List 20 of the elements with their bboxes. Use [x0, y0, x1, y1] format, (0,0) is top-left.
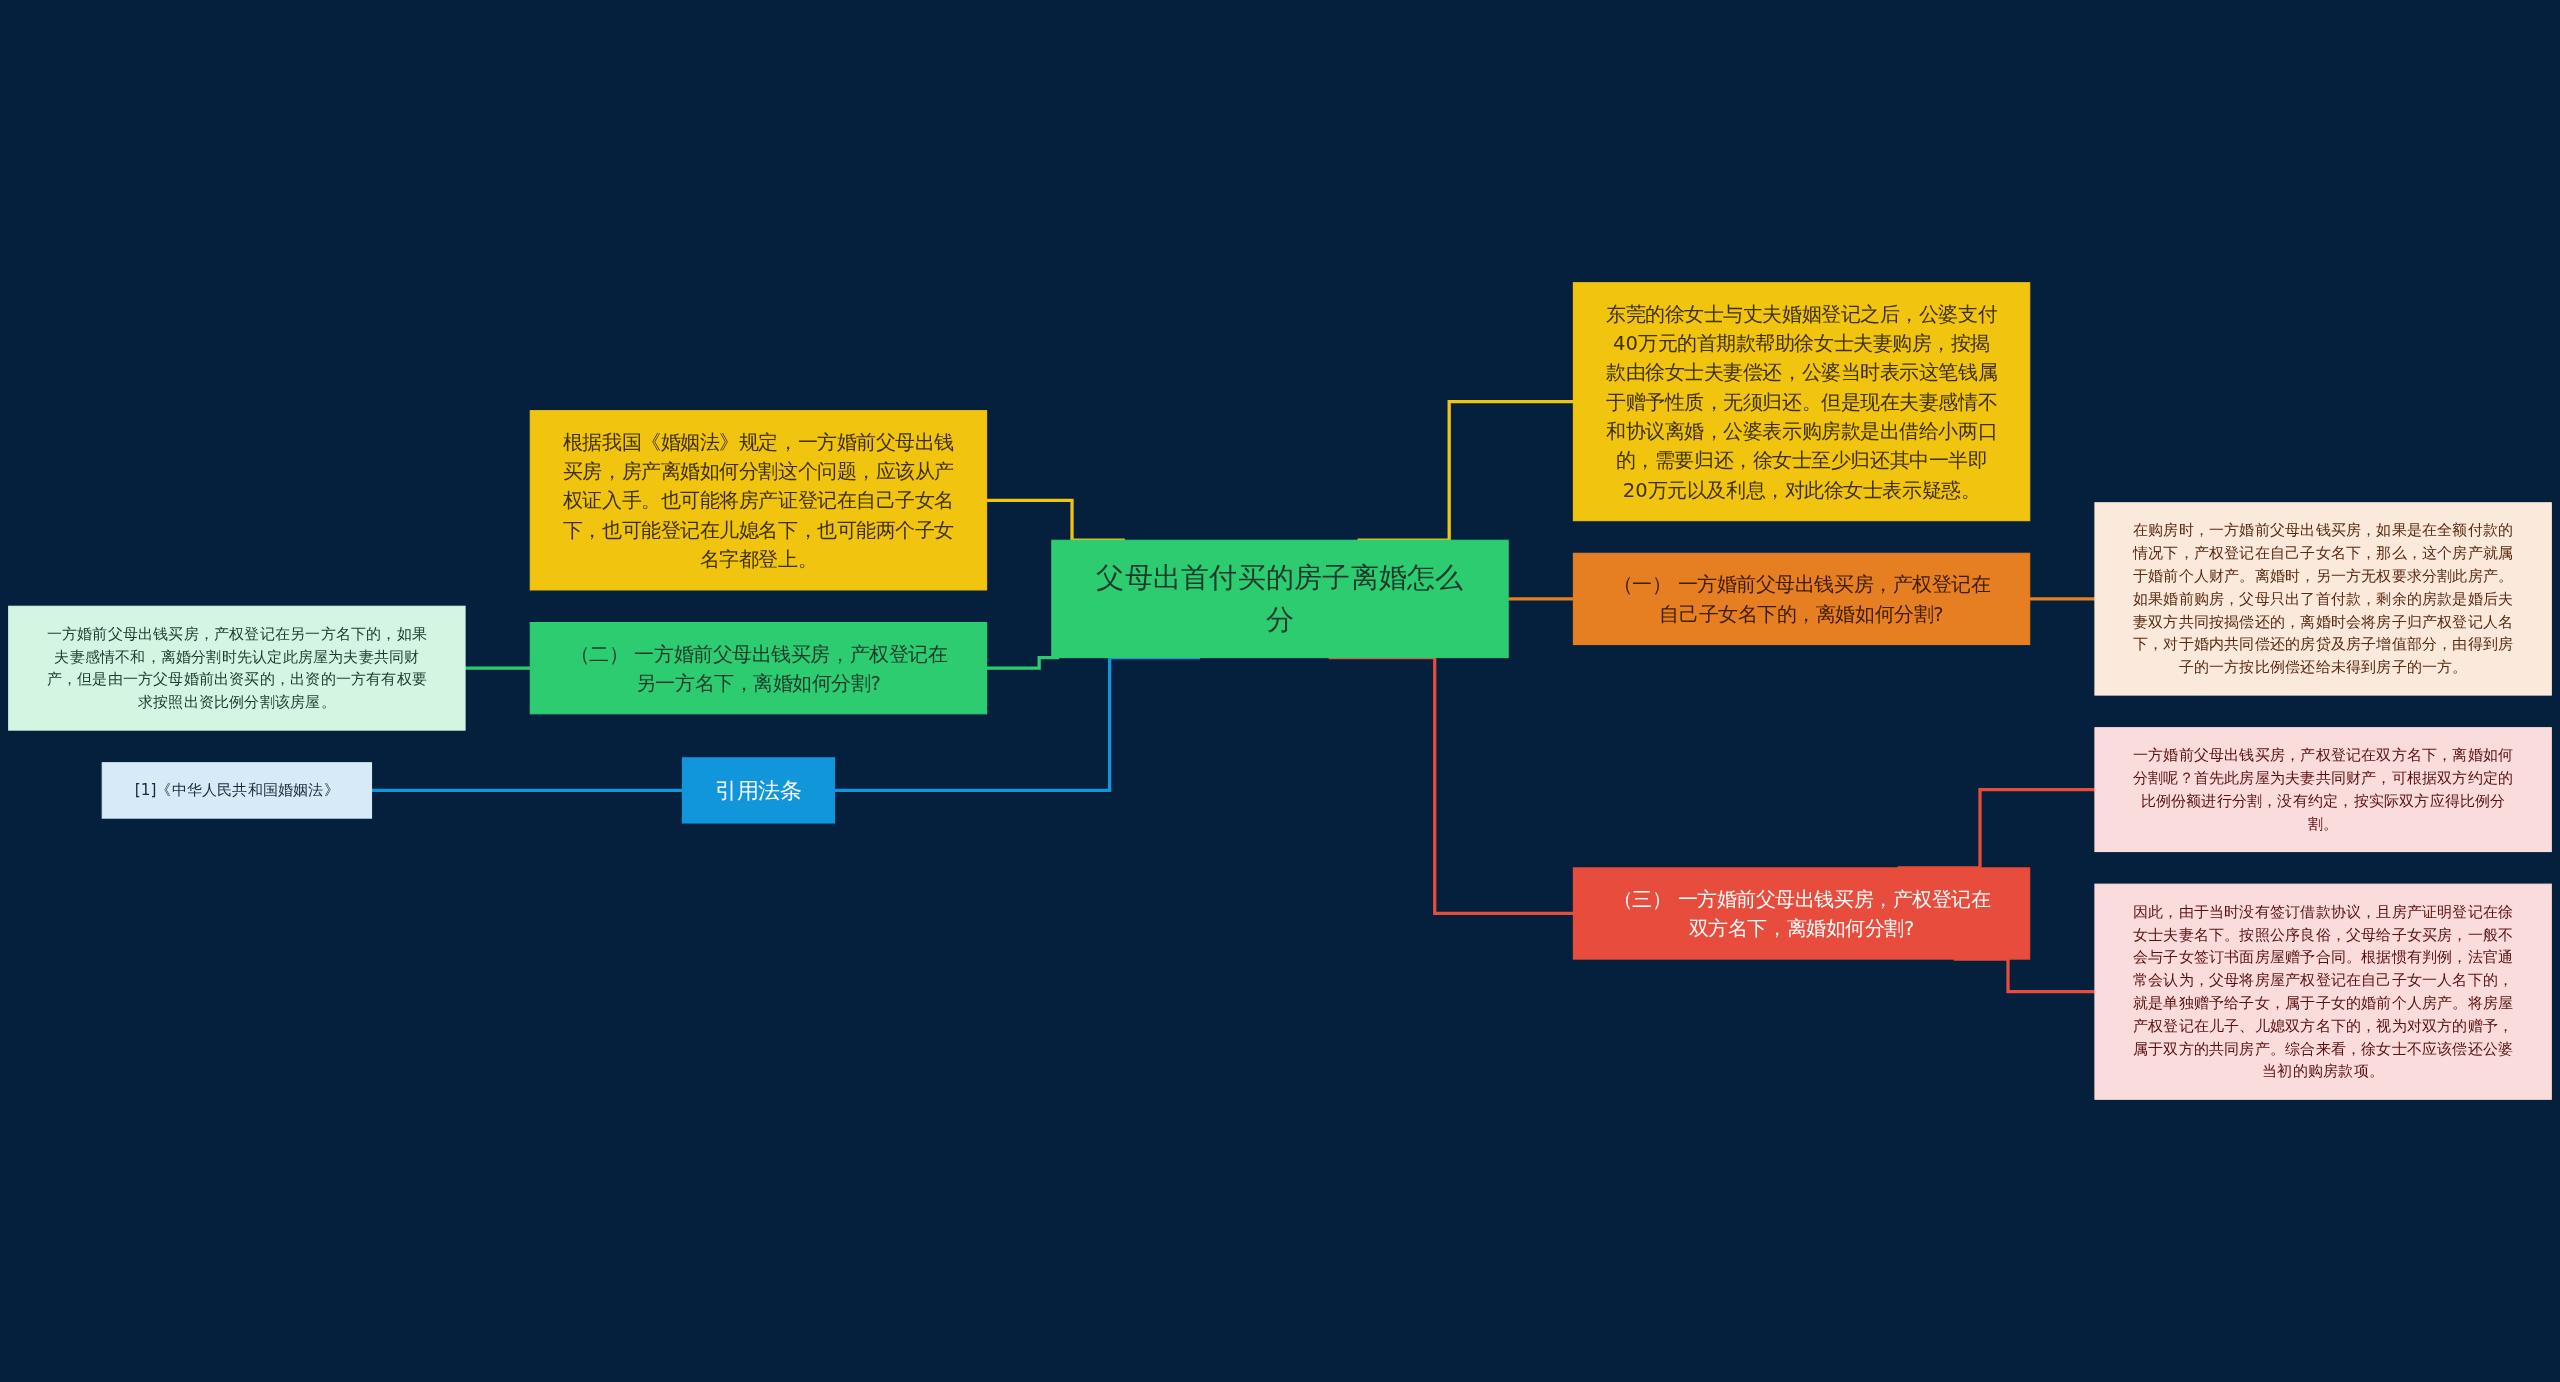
node-box: [1]《中华人民共和国婚姻法》	[101, 762, 373, 819]
connector	[986, 655, 1060, 670]
connector	[1357, 400, 1574, 542]
node-box: （一） 一方婚前父母出钱买房，产权登记在自己子女名下的，离婚如何分割?	[1572, 552, 2031, 646]
connector	[986, 498, 1125, 542]
node-box: 因此，由于当时没有签订借款协议，且房产证明登记在徐女士夫妻名下。按照公序良俗，父母给子女买房，一般不会与子女签订书面房屋赠予合同。根据惯有判例，法官通常会认为，父母将房屋产权登记在自己子女一人名下的，就是单独赠予给子女，属于子女的婚前个人房产。将房屋产权登记在儿子、儿媳双方名下的，视为对双方的赠予，属于双方的共同房产。综合来看，徐女士不应该偿还公婆当初的购房款项。	[2094, 883, 2552, 1100]
node-box: 东莞的徐女士与丈夫婚姻登记之后，公婆支付40万元的首期款帮助徐女士夫妻购房，按揭款由徐女士夫妻偿还，公婆当时表示这笔钱属于赠予性质，无须归还。但是现在夫妻感情不和协议离婚，公婆表示购房款是出借给小两口的，需要归还，徐女士至少归还其中一半即20万元以及利息，对此徐女士表示疑惑。	[1572, 282, 2031, 522]
connector	[465, 666, 531, 670]
node-box: 引用法条	[681, 757, 836, 824]
node-box: 根据我国《婚姻法》规定，一方婚前父母出钱买房，房产离婚如何分割这个问题，应该从产权证入手。也可能将房产证登记在自己子女名下，也可能登记在儿媳名下，也可能两个子女名字都登上。	[529, 410, 988, 591]
node-box: 一方婚前父母出钱买房，产权登记在双方名下，离婚如何分割呢？首先此房屋为夫妻共同财产，可根据双方约定的比例份额进行分割，没有约定，按实际双方应得比例分割。	[2094, 727, 2552, 853]
node-box: 在购房时，一方婚前父母出钱买房，如果是在全额付款的情况下，产权登记在自己子女名下，那么，这个房产就属于婚前个人财产。离婚时，另一方无权要求分割此房产。如果婚前购房，父母只出了首付款，剩余的房款是婚后夫妻双方共同按揭偿还的，离婚时会将房子归产权登记人名下，对于婚内共同偿还的房贷及房子增值部分，由得到房子的一方按比例偿还给未得到房子的一方。	[2094, 502, 2552, 696]
node-box: 父母出首付买的房子离婚怎么分	[1051, 539, 1509, 659]
connector	[1508, 597, 1574, 601]
connector	[834, 655, 1201, 793]
connector	[371, 788, 683, 793]
connector	[2029, 597, 2095, 601]
node-box: 一方婚前父母出钱买房，产权登记在另一方名下的，如果夫妻感情不和，离婚分割时先认定此房屋为夫妻共同财产，但是由一方父母婚前出资买的，出资的一方有有权要求按照出资比例分割该房屋。	[8, 605, 466, 731]
node-box: （二） 一方婚前父母出钱买房，产权登记在另一方名下，离婚如何分割?	[529, 622, 988, 715]
node-box: （三） 一方婚前父母出钱买房，产权登记在双方名下，离婚如何分割?	[1572, 867, 2031, 960]
